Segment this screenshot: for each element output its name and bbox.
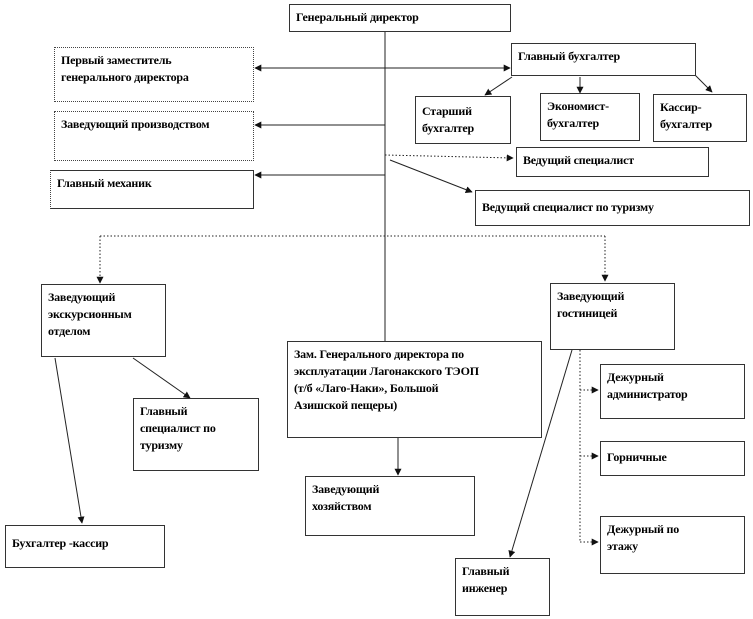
node-chief-tourism-specialist: Главный специалист по туризму <box>133 398 259 471</box>
node-floor-attendant: Дежурный по этажу <box>600 516 745 574</box>
node-first-deputy: Первый заместитель генерального директор… <box>54 47 254 102</box>
node-general-director: Генеральный директор <box>289 4 511 32</box>
node-chief-accountant: Главный бухгалтер <box>511 43 696 76</box>
node-senior-accountant: Старший бухгалтер <box>415 96 511 144</box>
node-cashier-accountant: Кассир- бухгалтер <box>653 94 747 142</box>
link-chief-engineer <box>508 349 573 558</box>
link-lead-specialist <box>384 154 514 162</box>
node-chief-engineer: Главный инженер <box>455 558 550 616</box>
node-lead-tourism-specialist: Ведущий специалист по туризму <box>475 190 750 226</box>
node-hotel-head: Заведующий гостиницей <box>550 283 675 350</box>
node-chief-mechanic: Главный механик <box>50 170 254 209</box>
node-duty-administrator: Дежурный администратор <box>600 364 745 419</box>
link-lead-tourism <box>389 159 473 193</box>
link-senior-accountant <box>484 76 513 96</box>
node-accountant-cashier: Бухгалтер -кассир <box>5 525 165 568</box>
node-economist-accountant: Экономист- бухгалтер <box>540 93 640 141</box>
connector-lines <box>54 31 713 558</box>
link-accountant-cashier <box>54 357 85 524</box>
node-maids: Горничные <box>600 441 745 476</box>
node-production-head: Заведующий производством <box>54 111 254 161</box>
node-excursion-head: Заведующий экскурсионным отделом <box>41 284 166 357</box>
node-household-head: Заведующий хозяйством <box>305 476 475 536</box>
node-lead-specialist: Ведущий специалист <box>516 147 709 177</box>
link-cashier <box>694 74 713 93</box>
link-chief-tourism <box>132 357 191 399</box>
node-deputy-lago-naki: Зам. Генерального директора по эксплуата… <box>287 341 542 438</box>
